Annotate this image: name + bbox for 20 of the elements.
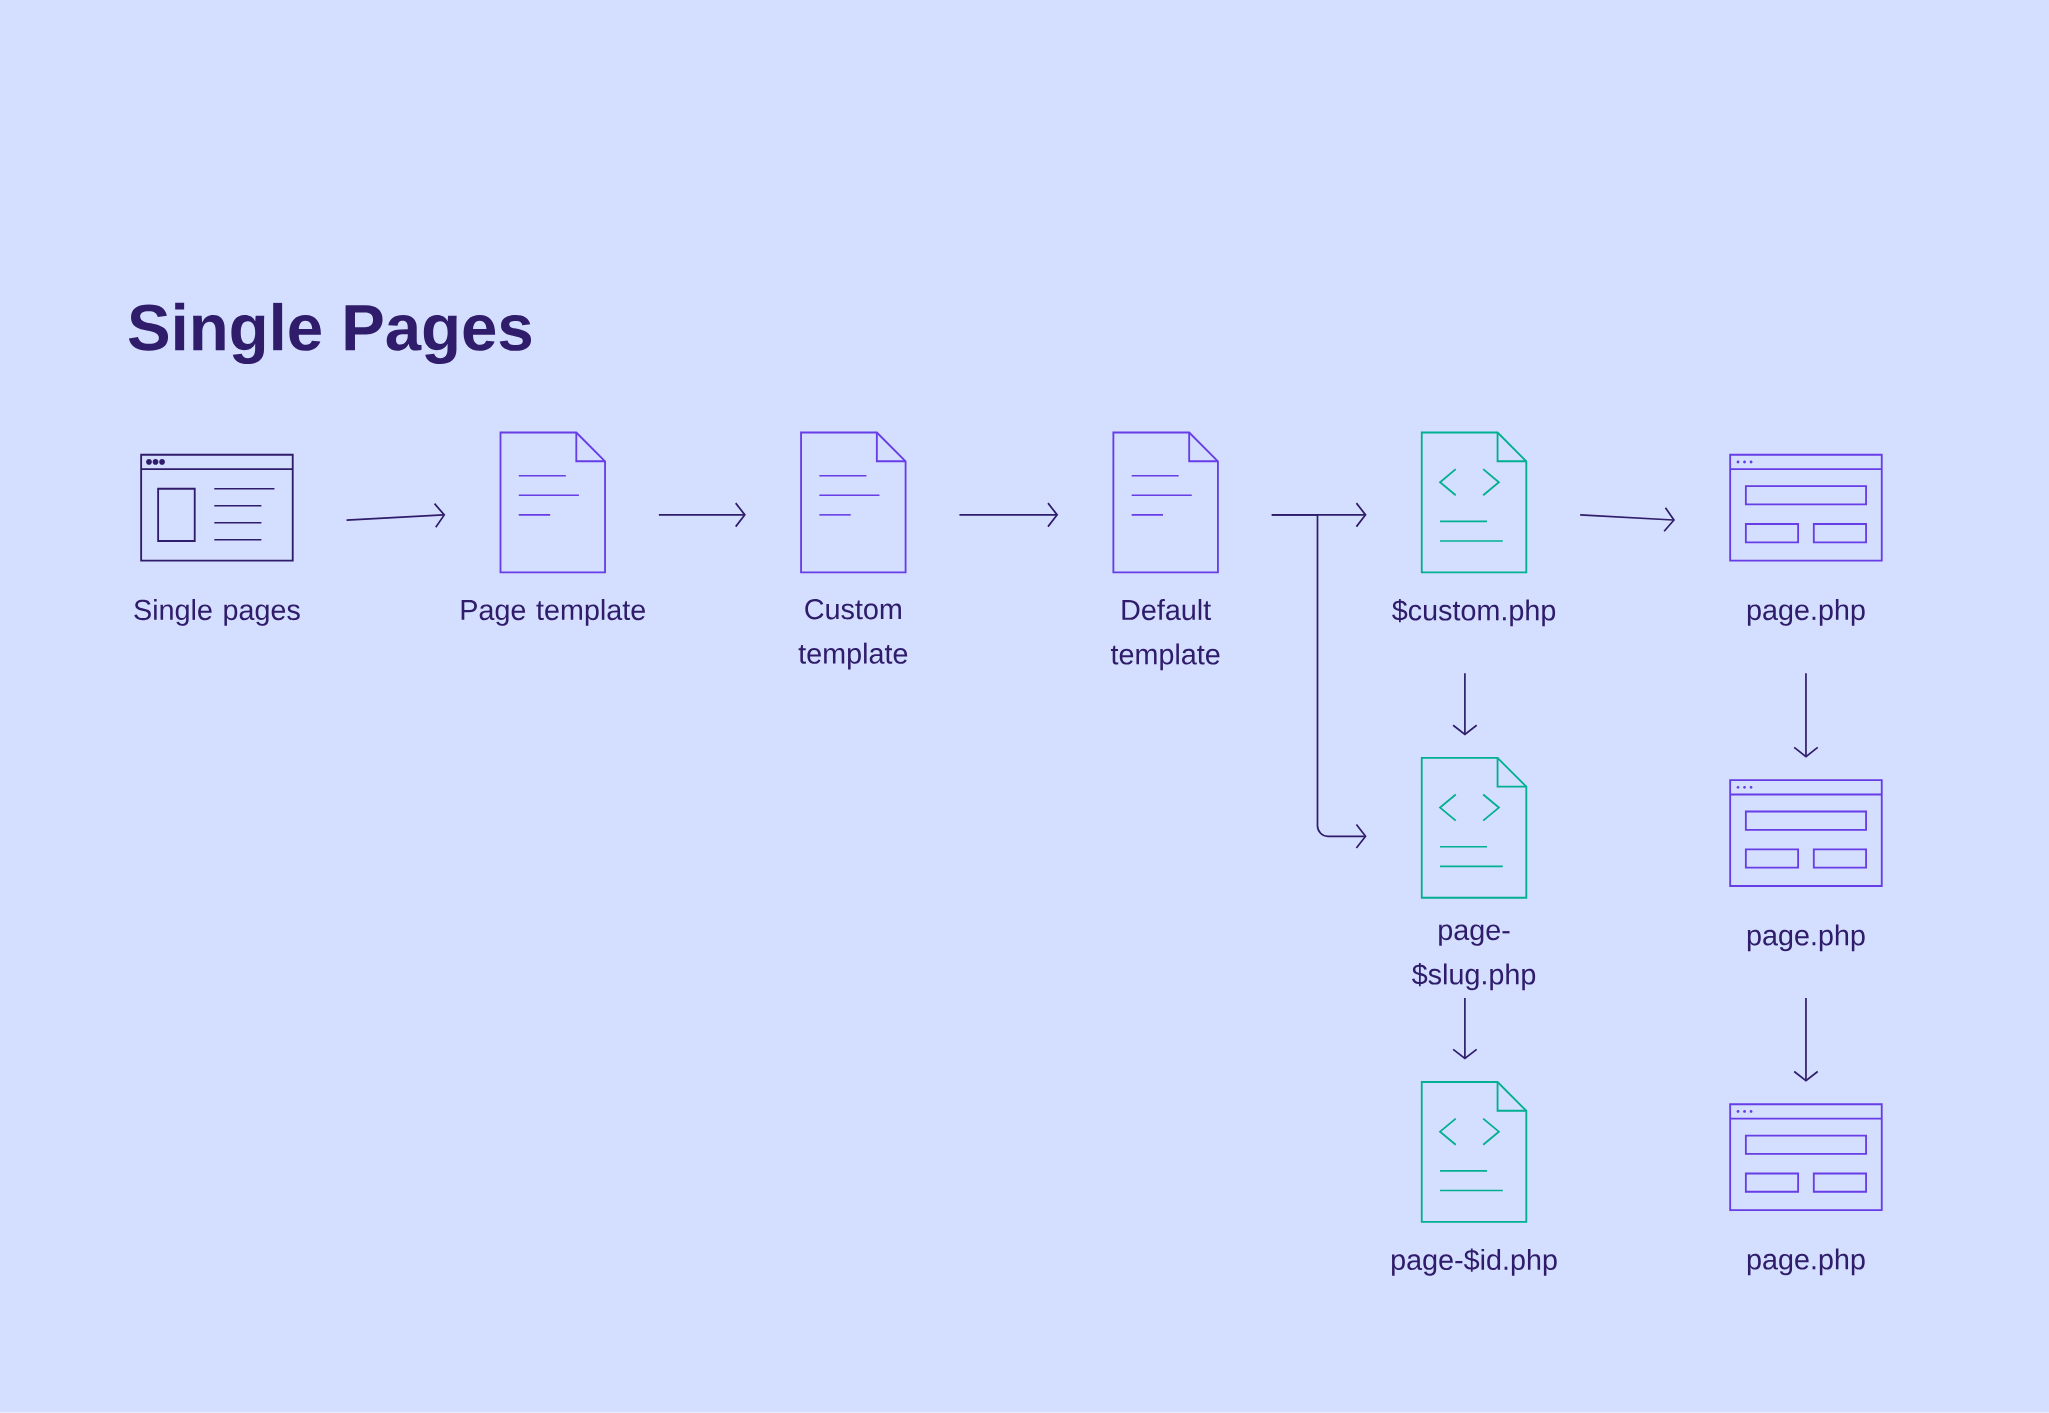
arrow	[1579, 507, 1676, 533]
arrow	[1452, 672, 1478, 736]
node-label: page-$slug.php	[1412, 924, 1536, 991]
arrow	[1793, 672, 1819, 758]
node-label: Page template	[461, 599, 645, 626]
node-label: page.php	[1747, 1248, 1865, 1276]
node-label: Default template	[1110, 599, 1220, 671]
node-label: page.php	[1747, 924, 1865, 952]
arrow	[658, 502, 746, 528]
node-label: page-$id.php	[1391, 1248, 1557, 1276]
node-label: $custom.php	[1392, 599, 1556, 627]
arrow	[345, 503, 446, 529]
node-label: Single pages	[134, 599, 300, 626]
arrow	[1270, 514, 1367, 850]
node-label: page.php	[1747, 599, 1865, 626]
arrow	[1793, 997, 1819, 1082]
arrow	[958, 502, 1059, 528]
node-label: Custom template	[798, 599, 908, 670]
arrow	[1452, 997, 1478, 1060]
title: Single Pages	[128, 303, 531, 365]
